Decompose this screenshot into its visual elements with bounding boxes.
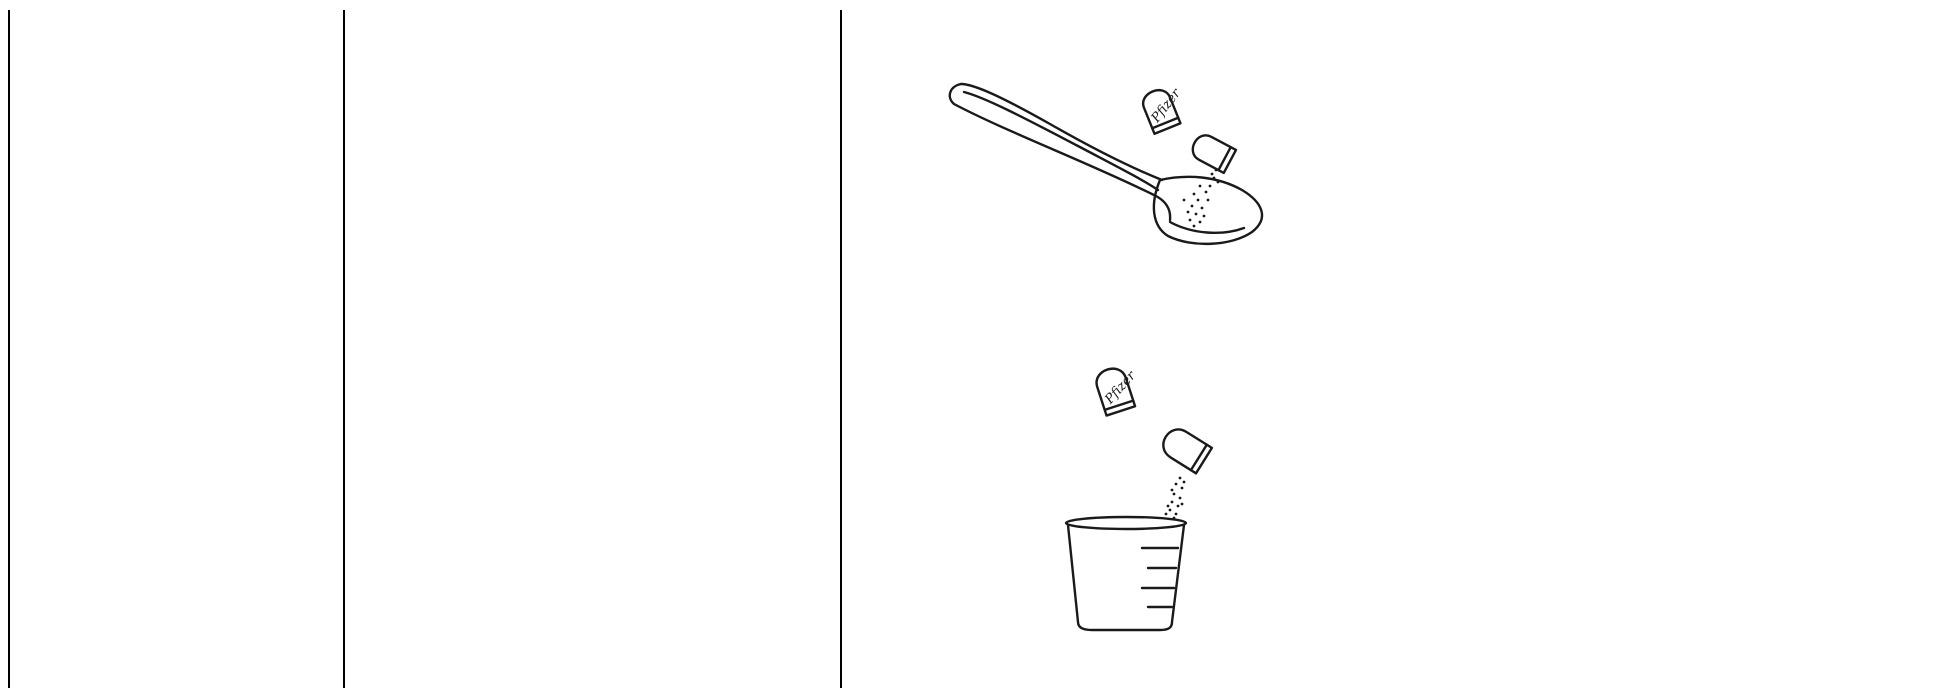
illustration-cell: Pfizer Pfizer: [842, 0, 1935, 688]
table-column-divider: [8, 10, 10, 688]
table-column-divider: [343, 10, 345, 688]
cup-capsule-icon: Pfizer: [842, 0, 1935, 688]
measuring-cup: [1066, 517, 1186, 630]
powder-stream: [1165, 477, 1186, 520]
capsule-body: [1158, 424, 1212, 473]
capsule-cap: Pfizer: [1093, 361, 1147, 416]
